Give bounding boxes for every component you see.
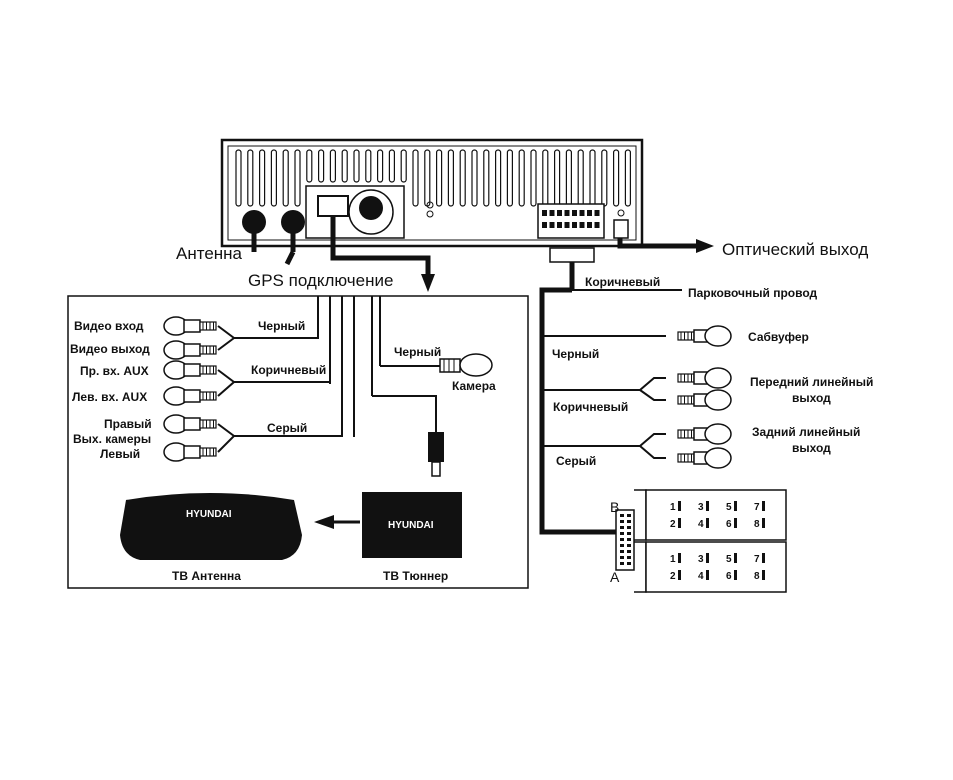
antenna-brand: HYUNDAI <box>186 509 232 520</box>
pin-number: 3 <box>698 502 704 513</box>
front-line-label-2: выход <box>792 391 831 405</box>
right-gray-label: Серый <box>556 454 596 468</box>
optical-label: Оптический выход <box>722 240 868 259</box>
pin-number: 6 <box>726 571 732 582</box>
connector-a-pins: 1 3 5 7 2 4 6 8 <box>670 553 765 582</box>
brown-top-label: Коричневый <box>585 275 660 289</box>
video-in-label: Видео вход <box>74 319 144 333</box>
pin-number: 1 <box>670 554 676 565</box>
tv-antenna-device: HYUNDAI <box>120 493 302 560</box>
optical-port <box>613 219 629 239</box>
rear-line-label-1: Задний линейный <box>752 425 860 439</box>
pin-number: 1 <box>670 502 676 513</box>
iso-connector-block: 1 3 5 7 2 4 6 8 1 3 5 7 2 4 6 8 <box>615 489 787 593</box>
tuner-brand: HYUNDAI <box>388 520 434 531</box>
left-junction-wires <box>217 325 342 453</box>
rca-plug <box>677 447 732 469</box>
pin-number: 6 <box>726 519 732 530</box>
aux-left-label: Лев. вх. AUX <box>72 390 147 404</box>
right-rca-plugs <box>677 325 732 469</box>
pin-number: 8 <box>754 571 760 582</box>
rca-plug <box>677 389 732 411</box>
rca-plug <box>163 414 217 434</box>
pin-number: 5 <box>726 502 732 513</box>
cam-right-label: Правый <box>104 417 152 431</box>
front-line-label-1: Передний линейный <box>750 375 873 389</box>
connector-b <box>645 489 787 541</box>
tuner-plug <box>428 432 444 477</box>
antenna-socket <box>242 210 266 234</box>
right-branch-wires <box>542 335 666 459</box>
rca-plug <box>163 316 217 336</box>
pin-number: 4 <box>698 519 704 530</box>
left-panel <box>67 295 529 589</box>
rear-line-label-2: выход <box>792 441 831 455</box>
main-trunk-wire <box>539 287 616 535</box>
gps-label: GPS подключение <box>248 271 393 290</box>
aux-port <box>317 195 349 217</box>
down-arrow-icon <box>421 274 435 292</box>
right-brown-label: Коричневый <box>553 400 628 414</box>
cable-bundle <box>317 296 381 437</box>
head-unit-rear-panel <box>220 138 644 248</box>
right-black-label: Черный <box>552 347 599 361</box>
iso-plug <box>549 247 595 263</box>
aux-right-label: Пр. вх. AUX <box>80 364 149 378</box>
brown-wire-label: Коричневый <box>251 363 326 377</box>
tv-tuner-device: HYUNDAI <box>362 492 462 558</box>
gray-wire-label: Серый <box>267 421 307 435</box>
left-rca-plugs <box>163 316 217 462</box>
pin-number: 2 <box>670 519 676 530</box>
fan-hub <box>359 196 383 220</box>
iso-socket-pins <box>542 210 600 228</box>
optical-arrow-icon <box>696 239 714 253</box>
camera-black-label: Черный <box>394 345 441 359</box>
pin-number: 8 <box>754 519 760 530</box>
left-arrow-icon <box>314 515 334 529</box>
camera-label: Камера <box>452 379 496 393</box>
connector-a-label: A <box>610 569 620 585</box>
video-out-label: Видео выход <box>70 342 150 356</box>
rca-plug <box>163 386 217 406</box>
fan-ring <box>348 189 394 235</box>
pin-number: 7 <box>754 554 760 565</box>
rca-plug <box>677 423 732 445</box>
subwoofer-label: Сабвуфер <box>748 330 809 344</box>
gps-socket <box>281 210 305 234</box>
pin-number: 7 <box>754 502 760 513</box>
camera-plug <box>439 353 493 377</box>
rca-plug <box>163 340 217 360</box>
rca-plug <box>677 367 732 389</box>
rca-plug <box>163 360 217 380</box>
cam-out-label: Вых. камеры <box>73 432 151 446</box>
tv-antenna-label: ТВ Антенна <box>172 569 241 583</box>
parking-wire-label: Парковочный провод <box>688 286 818 300</box>
pin-number: 3 <box>698 554 704 565</box>
antenna-label: Антенна <box>176 244 243 263</box>
pin-number: 5 <box>726 554 732 565</box>
connector-b-label: B <box>610 499 619 515</box>
pin-number: 4 <box>698 571 704 582</box>
connector-b-pins: 1 3 5 7 2 4 6 8 <box>670 501 765 530</box>
cam-left-label: Левый <box>100 447 140 461</box>
tv-tuner-label: ТВ Тюннер <box>383 569 448 583</box>
pin-number: 2 <box>670 571 676 582</box>
black-wire-label: Черный <box>258 319 305 333</box>
iso-socket <box>537 203 605 239</box>
rca-plug <box>163 442 217 462</box>
rca-plug <box>677 325 732 347</box>
connector-a <box>645 541 787 593</box>
